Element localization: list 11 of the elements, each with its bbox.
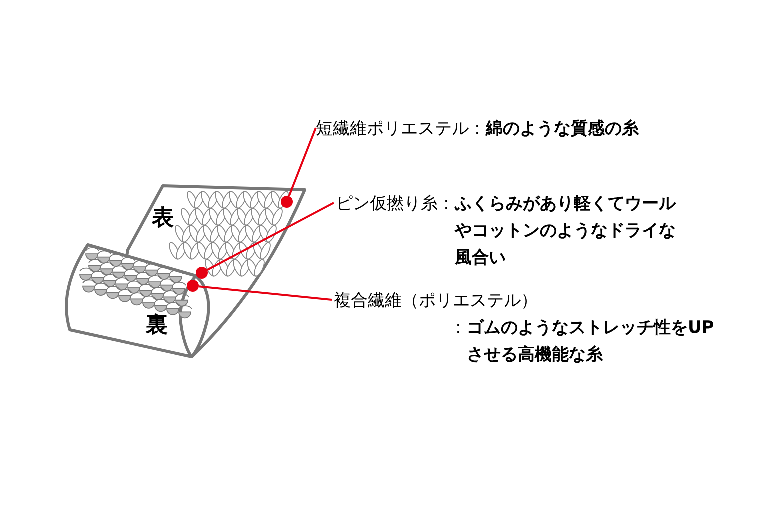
leader-line bbox=[198, 286, 332, 301]
side-label: 表 bbox=[152, 208, 174, 230]
leader-line bbox=[206, 202, 334, 272]
callout-label: 複合繊維（ポリエステル） bbox=[334, 290, 539, 313]
leader-line bbox=[288, 128, 317, 197]
callout-description: ：ゴムのようなストレッチ性をUP させる高機能な糸 bbox=[450, 317, 716, 367]
callout-description: 綿のような質感の糸 bbox=[486, 118, 640, 141]
callout-label: 短繊維ポリエステル： bbox=[316, 118, 486, 141]
side-label: 裏 bbox=[146, 315, 168, 337]
callout-description: ふくらみがあり軽くてウールやコットンのようなドライな風合い bbox=[455, 193, 678, 270]
callout-label: ピン仮撚り糸： bbox=[336, 193, 455, 216]
